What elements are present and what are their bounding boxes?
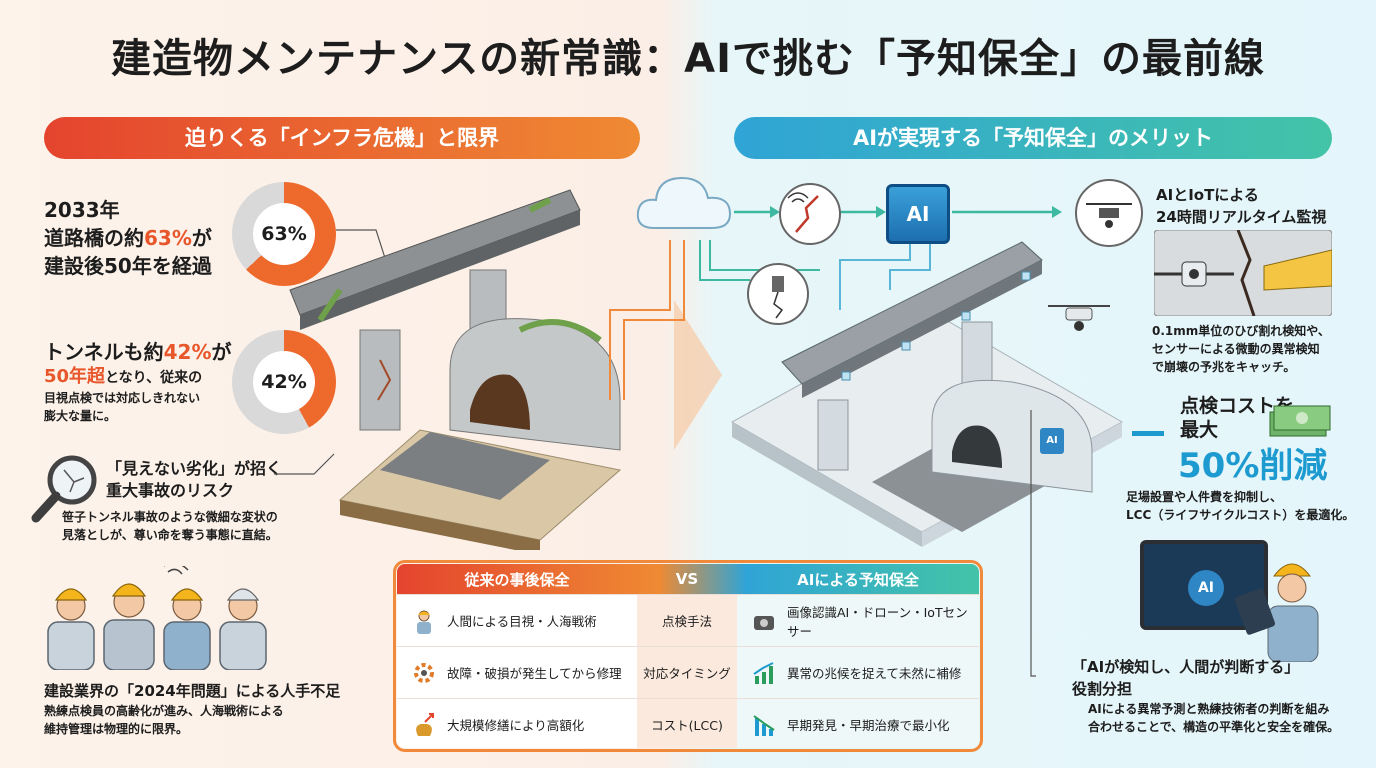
rising-chart-icon — [753, 661, 774, 684]
bridge-stat-percent: 63% — [144, 226, 192, 250]
cost-heading-2: 最大 — [1180, 419, 1219, 441]
role-text-2: 合わせることで、構造の平準化と安全を確保。 — [1088, 720, 1340, 734]
monitoring-heading-2: 24時間リアルタイム監視 — [1156, 208, 1327, 226]
table-row: 人間による目視・人海戦術 点検手法 画像認識AI・ドローン・IoTセンサー — [397, 594, 979, 646]
cost-dash — [1132, 431, 1164, 436]
transition-arrow-icon — [674, 300, 722, 450]
crack-sensor-icon — [779, 183, 841, 245]
cost-heading-1: 点検コストを — [1180, 395, 1295, 417]
row-right-text: 画像認識AI・ドローン・IoTセンサー — [787, 604, 968, 639]
row-category: 対応タイミング — [637, 647, 737, 698]
monitoring-text-2: センサーによる微動の異常検知 — [1152, 342, 1320, 356]
role-heading-2: 役割分担 — [1072, 680, 1133, 698]
bridge-donut-label: 63% — [253, 203, 315, 265]
smart-bridge-tunnel-illustration — [730, 241, 1124, 547]
tunnel-donut-chart: 42% — [232, 330, 336, 434]
money-icon — [1269, 405, 1331, 437]
bridge-stat-post: が — [191, 226, 212, 250]
workers-illustration — [47, 566, 267, 670]
risk-text: 笹子トンネル事故のような微細な変状の 見落としが、尊い命を奪う事態に直結。 — [62, 508, 278, 544]
table-row: 大規模修繕により高額化 コスト(LCC) 早期発見・早期治療で最小化 — [397, 698, 979, 748]
tunnel-stat-pre: トンネルも約 — [44, 340, 164, 364]
cost-reduction-value: 50%削減 — [1178, 446, 1328, 486]
vibration-sensor-icon — [747, 263, 809, 325]
camera-drone-sensor-icon — [754, 615, 774, 630]
monitoring-text-3: で崩壊の予兆をキャッチ。 — [1152, 360, 1296, 374]
bridge-stat: 2033年 道路橋の約63%が 建設後50年を経過 — [44, 196, 212, 280]
bridge-stat-detail: 建設後50年を経過 — [44, 254, 212, 278]
deteriorated-bridge-tunnel-illustration — [289, 189, 622, 550]
monitoring-text: 0.1mm単位のひび割れ検知や、 センサーによる微動の異常検知 で崩壊の予兆をキ… — [1152, 322, 1330, 376]
labor-heading: 建設業界の「2024年問題」による人手不足 — [44, 682, 341, 700]
labor-text-2: 維持管理は物理的に限界。 — [44, 722, 189, 736]
risk-text-2: 見落としが、尊い命を奪う事態に直結。 — [62, 528, 278, 542]
monitoring-heading: AIとIoTによる 24時間リアルタイム監視 — [1156, 184, 1326, 228]
tunnel-stat-line4: 膨大な量に。 — [44, 409, 117, 423]
tunnel-stat-percent: 42% — [163, 340, 212, 364]
labor-text-1: 熟練点検員の高齢化が進み、人海戦術による — [44, 704, 284, 718]
header-predictive-maintenance: AIによる予知保全 — [797, 570, 919, 589]
risk-heading-2: 重大事故のリスク — [106, 481, 235, 500]
table-row: 故障・破損が発生してから修理 対応タイミング 異常の兆候を捉えて未然に補修 — [397, 646, 979, 698]
tunnel-ai-tag: AI — [1040, 428, 1064, 454]
tunnel-stat-line2: となり、従来の — [105, 370, 203, 386]
magnifier-icon — [31, 455, 97, 523]
risk-heading-1: 「見えない劣化」が招く — [106, 459, 283, 478]
row-right-text: 異常の兆候を捉えて未然に補修 — [787, 666, 962, 681]
role-text-1: AIによる異常予測と熟練技術者の判断を組み — [1088, 702, 1330, 716]
tunnel-stat-years: 50年超 — [44, 366, 106, 387]
comparison-table: 従来の事後保全 VS AIによる予知保全 人間による目視・人海戦術 点検手法 画… — [395, 562, 981, 750]
row-right-text: 早期発見・早期治療で最小化 — [787, 718, 950, 733]
row-left-text: 人間による目視・人海戦術 — [447, 614, 597, 629]
monitor-ai-label: AI — [1188, 570, 1224, 606]
row-left-text: 大規模修繕により高額化 — [447, 718, 585, 733]
role-heading: 「AIが検知し、人間が判断する」 役割分担 — [1072, 656, 1299, 700]
role-leader-line — [1030, 410, 1036, 677]
drone-flying-icon — [1048, 305, 1110, 331]
crack-measurement-image — [1154, 230, 1332, 316]
row-category: 点検手法 — [637, 595, 737, 646]
bridge-stat-year: 2033年 — [44, 198, 120, 222]
right-section-banner: AIが実現する「予知保全」のメリット — [734, 117, 1332, 159]
tunnel-donut-label: 42% — [253, 351, 315, 413]
tunnel-stat: トンネルも約42%が 50年超となり、従来の 目視点検では対応しきれない 膨大な… — [44, 338, 231, 425]
risk-block: 「見えない劣化」が招く 重大事故のリスク — [106, 458, 282, 502]
header-vs: VS — [675, 570, 699, 588]
tunnel-stat-post: が — [211, 340, 232, 364]
money-bag-rising-icon — [416, 712, 434, 736]
role-heading-1: 「AIが検知し、人間が判断する」 — [1072, 658, 1300, 676]
row-category: コスト(LCC) — [637, 699, 737, 748]
cost-text-1: 足場設置や人件費を抑制し、 — [1126, 490, 1283, 504]
monitoring-text-1: 0.1mm単位のひび割れ検知や、 — [1152, 324, 1330, 338]
comparison-table-header: 従来の事後保全 VS AIによる予知保全 — [397, 564, 979, 594]
inspector-icon — [417, 610, 431, 634]
monitoring-heading-1: AIとIoTによる — [1156, 186, 1259, 204]
row-left-text: 故障・破損が発生してから修理 — [447, 666, 622, 681]
risk-text-1: 笹子トンネル事故のような微細な変状の — [62, 510, 278, 524]
page-title: 建造物メンテナンスの新常識：AIで挑む「予知保全」の最前線 — [110, 36, 1266, 82]
labor-block: 建設業界の「2024年問題」による人手不足 熟練点検員の高齢化が進み、人海戦術に… — [44, 680, 340, 738]
role-text: AIによる異常予測と熟練技術者の判断を組み 合わせることで、構造の平準化と安全を… — [1088, 700, 1339, 736]
ai-chip-icon: AI — [886, 184, 950, 244]
cost-heading: 点検コストを 最大 — [1180, 394, 1294, 442]
cost-text: 足場設置や人件費を抑制し、 LCC（ライフサイクルコスト）を最適化。 — [1126, 488, 1354, 524]
engineer-illustration — [1234, 563, 1319, 662]
risk-leader-line — [274, 453, 335, 475]
bridge-donut-chart: 63% — [232, 182, 336, 286]
drone-icon — [1075, 179, 1143, 247]
cloud-icon — [636, 176, 732, 229]
header-reactive-maintenance: 従来の事後保全 — [464, 570, 570, 589]
tunnel-stat-line3: 目視点検では対応しきれない — [44, 391, 201, 405]
falling-chart-icon — [753, 714, 775, 736]
gear-wrench-icon — [414, 662, 434, 683]
cost-text-2: LCC（ライフサイクルコスト）を最適化。 — [1126, 508, 1355, 522]
left-section-banner: 迫りくる「インフラ危機」と限界 — [44, 117, 640, 159]
bridge-stat-pre: 道路橋の約 — [44, 226, 144, 250]
